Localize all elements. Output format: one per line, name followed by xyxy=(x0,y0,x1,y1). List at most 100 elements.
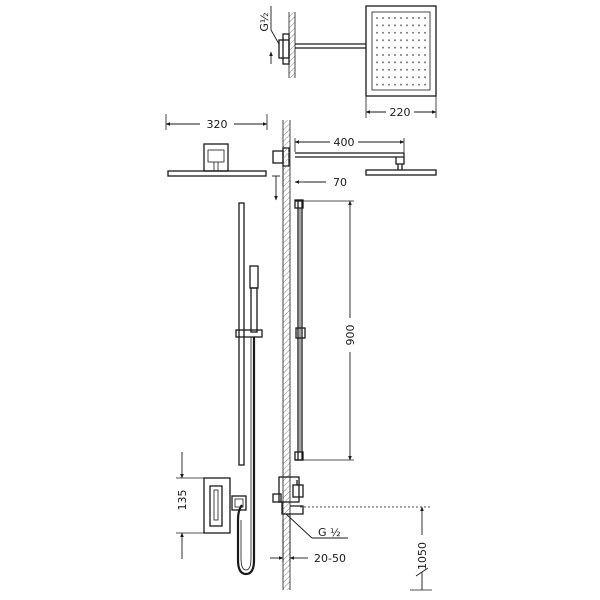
nozzle-dot xyxy=(376,54,378,56)
nozzle-dot xyxy=(394,76,396,79)
nozzle-dot xyxy=(424,46,426,49)
nozzle-dot xyxy=(406,46,408,49)
nozzle-dot xyxy=(376,17,378,19)
dim-label-900: 900 xyxy=(344,325,357,346)
shower-head-side-right xyxy=(365,169,437,176)
nozzle-dot xyxy=(406,24,408,27)
nozzle-dot xyxy=(388,68,390,71)
nozzle-dot xyxy=(418,17,420,19)
dim-label-220: 220 xyxy=(390,106,411,119)
dim-label-135: 135 xyxy=(176,490,189,511)
nozzle-dot xyxy=(382,31,384,34)
nozzle-dot xyxy=(376,61,378,64)
shower-head-mount-left xyxy=(203,143,229,172)
nozzle-dot xyxy=(382,76,384,79)
nozzle-dot xyxy=(376,76,378,79)
front-head-group: 320 400 70 xyxy=(165,114,437,189)
diverter-outlet-side xyxy=(272,493,282,503)
mixer-lever-front xyxy=(209,485,223,527)
nozzle-dot xyxy=(424,24,426,27)
arm-wall-connector xyxy=(272,150,284,164)
nozzle-dot xyxy=(424,54,426,56)
nozzle-dot xyxy=(382,24,384,27)
nozzle-dot xyxy=(394,61,396,64)
nozzle-dot xyxy=(412,46,414,49)
nozzle-dot xyxy=(412,31,414,34)
thread-label-top: G½ xyxy=(258,12,271,31)
nozzle-dot xyxy=(394,83,396,86)
nozzle-dot xyxy=(412,39,414,42)
nozzle-dot xyxy=(400,68,402,71)
nozzle-dot xyxy=(394,54,396,56)
nozzle-dot xyxy=(388,83,390,86)
nozzle-dot xyxy=(418,83,420,86)
nozzle-dot xyxy=(424,31,426,34)
nozzle-dot xyxy=(394,31,396,34)
nozzle-dot xyxy=(388,46,390,49)
nozzle-dot xyxy=(382,39,384,42)
nozzle-dot xyxy=(418,31,420,34)
nozzle-dot xyxy=(376,46,378,49)
nozzle-dot xyxy=(376,24,378,27)
nozzle-dot xyxy=(400,24,402,27)
nozzle-dot xyxy=(388,39,390,42)
nozzle-dot xyxy=(406,61,408,64)
hand-shower-head xyxy=(249,265,259,289)
nozzle-dot xyxy=(424,61,426,64)
nozzle-dot xyxy=(394,68,396,71)
dim-label-320: 320 xyxy=(207,118,228,131)
rail-bottom-bracket xyxy=(294,451,304,461)
nozzle-dot xyxy=(412,54,414,56)
nozzle-dot xyxy=(394,17,396,19)
nozzle-dot xyxy=(412,76,414,79)
hand-shower-handle xyxy=(250,287,258,333)
nozzle-dot xyxy=(406,39,408,42)
nozzle-dot xyxy=(412,68,414,71)
nozzle-pattern xyxy=(376,17,426,86)
nozzle-dot xyxy=(400,83,402,86)
wall-outlet-front xyxy=(231,495,247,511)
nozzle-dot xyxy=(418,68,420,71)
nozzle-dot xyxy=(382,83,384,86)
nozzle-dot xyxy=(394,39,396,42)
nozzle-dot xyxy=(388,24,390,27)
wall-outlet-elbow xyxy=(281,502,304,515)
nozzle-dot xyxy=(388,17,390,19)
nozzle-dot xyxy=(412,83,414,86)
nozzle-dot xyxy=(406,68,408,71)
nozzle-dot xyxy=(400,76,402,79)
nozzle-dot xyxy=(400,54,402,56)
dim-label-1050: 1050 xyxy=(416,542,429,570)
nozzle-dot xyxy=(400,46,402,49)
front-view-group: 135 xyxy=(176,202,263,576)
nozzle-dot xyxy=(424,68,426,71)
nozzle-dot xyxy=(400,61,402,64)
nozzle-dot xyxy=(406,83,408,86)
nozzle-dot xyxy=(406,54,408,56)
shower-head-inner-plate xyxy=(371,11,431,91)
nozzle-dot xyxy=(394,46,396,49)
shower-hose xyxy=(236,337,256,576)
mixer-body-side xyxy=(278,476,300,503)
nozzle-dot xyxy=(376,68,378,71)
nozzle-dot xyxy=(388,61,390,64)
top-wall-connector xyxy=(278,39,290,59)
nozzle-dot xyxy=(400,17,402,19)
rail-holder-slider xyxy=(295,327,306,339)
nozzle-dot xyxy=(412,61,414,64)
nozzle-dot xyxy=(388,54,390,56)
nozzle-dot xyxy=(418,46,420,49)
nozzle-dot xyxy=(394,24,396,27)
dim-label-20-50: 20-50 xyxy=(314,552,346,565)
main-wall-group xyxy=(272,120,291,590)
hand-shower-holder xyxy=(235,329,263,338)
nozzle-dot xyxy=(424,83,426,86)
nozzle-dot xyxy=(418,76,420,79)
thread-label-bottom: G ½ xyxy=(318,526,341,539)
nozzle-dot xyxy=(382,61,384,64)
rail-top-bracket xyxy=(294,199,304,209)
nozzle-dot xyxy=(424,76,426,79)
top-wall-flange xyxy=(282,33,290,65)
slide-rail-front xyxy=(238,202,245,466)
